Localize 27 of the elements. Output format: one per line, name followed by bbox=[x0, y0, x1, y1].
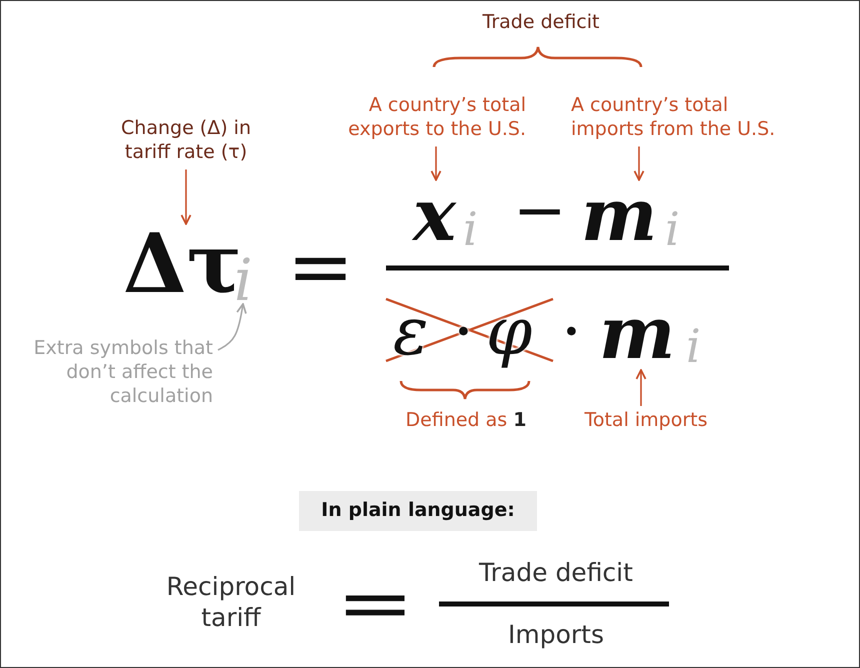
dot-operator: · bbox=[561, 299, 582, 365]
annotation-text: Total imports bbox=[571, 409, 721, 433]
math-variable: m bbox=[581, 179, 658, 251]
annotation-text: Extra symbols that don’t affect the calculation bbox=[21, 337, 213, 408]
math-variable: ε bbox=[393, 299, 428, 365]
formula-term: Reciprocal tariff bbox=[165, 571, 297, 634]
arrow bbox=[636, 369, 646, 406]
brace-label: Defined as 1 bbox=[404, 409, 528, 433]
equals-sign: = bbox=[287, 227, 354, 307]
math-variable: m bbox=[599, 297, 676, 369]
math-subscript: i bbox=[463, 206, 478, 252]
equals-sign: = bbox=[336, 567, 414, 639]
minus-sign: − bbox=[513, 179, 567, 243]
formula-term: Trade deficit bbox=[478, 557, 634, 588]
arrow bbox=[430, 146, 442, 181]
annotation-text: Change (Δ) in tariff rate (τ) bbox=[111, 117, 261, 164]
arrow bbox=[180, 170, 192, 225]
annotation-text: A country’s total exports to the U.S. bbox=[341, 94, 526, 142]
annotation-text: A country’s total imports from the U.S. bbox=[571, 94, 801, 142]
brace-label: Trade deficit bbox=[482, 11, 600, 35]
section-heading: In plain language: bbox=[299, 491, 537, 531]
math-subscript: i bbox=[665, 206, 680, 252]
arrow bbox=[218, 303, 247, 351]
arrow bbox=[634, 146, 644, 181]
formula-term: Imports bbox=[507, 619, 605, 650]
math-variable: x bbox=[413, 179, 456, 251]
math-subscript: i bbox=[686, 323, 701, 369]
